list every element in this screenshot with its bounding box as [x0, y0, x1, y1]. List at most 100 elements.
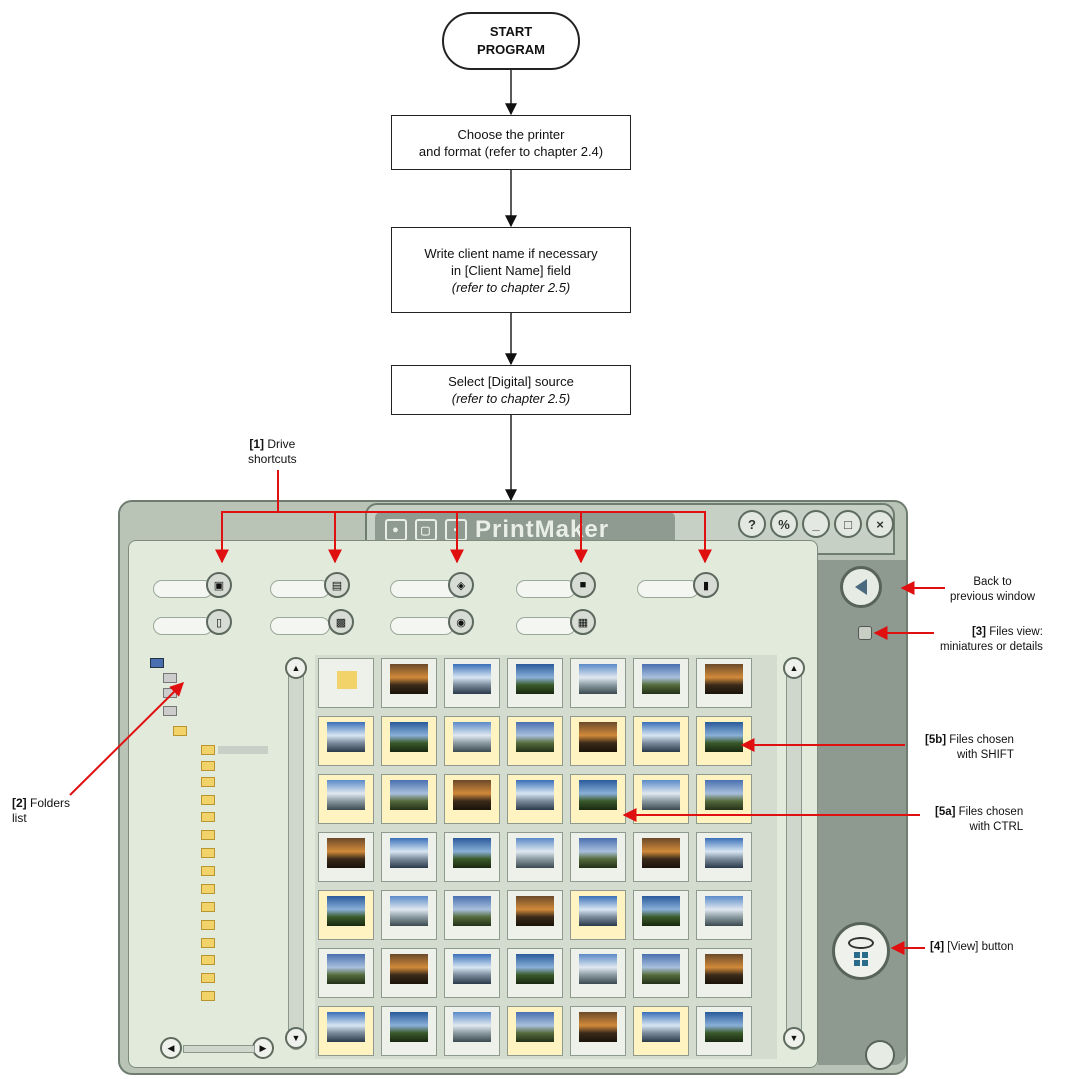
file-thumbnail[interactable] — [570, 832, 626, 882]
maximize-button[interactable]: □ — [834, 510, 862, 538]
file-thumbnail[interactable] — [696, 948, 752, 998]
drive-icon-5[interactable]: ▮ — [693, 572, 719, 598]
tree-node[interactable] — [201, 777, 218, 787]
file-thumbnail[interactable] — [507, 658, 563, 708]
file-thumbnail[interactable] — [381, 948, 437, 998]
drive-icon-7[interactable]: ▩ — [328, 609, 354, 635]
file-thumbnail[interactable] — [507, 948, 563, 998]
tree-node[interactable] — [201, 830, 218, 840]
file-thumbnail[interactable] — [633, 1006, 689, 1056]
file-thumbnail[interactable] — [381, 658, 437, 708]
file-thumbnail[interactable] — [507, 716, 563, 766]
tree-node[interactable] — [201, 955, 218, 965]
file-thumbnail[interactable] — [444, 948, 500, 998]
file-thumbnail[interactable] — [633, 890, 689, 940]
drive-shortcut-9[interactable] — [516, 617, 576, 635]
help-button[interactable]: ? — [738, 510, 766, 538]
tree-node[interactable] — [201, 938, 218, 948]
folders-scrollbar[interactable] — [288, 660, 304, 1050]
file-thumbnail[interactable] — [318, 774, 374, 824]
file-thumbnail[interactable] — [696, 1006, 752, 1056]
bottom-corner-button[interactable] — [865, 1040, 895, 1070]
file-thumbnail[interactable] — [444, 1006, 500, 1056]
tree-scroll-track[interactable] — [183, 1045, 255, 1053]
files-scroll-up[interactable]: ▲ — [783, 657, 805, 679]
file-thumbnail[interactable] — [444, 658, 500, 708]
file-thumbnail[interactable] — [570, 1006, 626, 1056]
file-thumbnail[interactable] — [381, 890, 437, 940]
tree-node[interactable] — [173, 726, 190, 736]
tree-node[interactable] — [201, 848, 218, 858]
file-thumbnail[interactable] — [381, 832, 437, 882]
files-scrollbar[interactable] — [786, 660, 802, 1050]
tree-node[interactable] — [201, 884, 218, 894]
drive-shortcut-7[interactable] — [270, 617, 330, 635]
folders-scroll-up[interactable]: ▲ — [285, 657, 307, 679]
file-thumbnail[interactable] — [570, 716, 626, 766]
file-thumbnail[interactable] — [696, 658, 752, 708]
tree-node[interactable] — [163, 688, 180, 698]
file-thumbnail[interactable] — [318, 948, 374, 998]
file-thumbnail[interactable] — [318, 832, 374, 882]
settings-button[interactable]: % — [770, 510, 798, 538]
folders-scroll-down[interactable]: ▼ — [285, 1027, 307, 1049]
tree-node[interactable] — [163, 706, 180, 716]
tree-node[interactable] — [201, 920, 218, 930]
file-thumbnail[interactable] — [633, 832, 689, 882]
minimize-button[interactable]: _ — [802, 510, 830, 538]
drive-shortcut-1[interactable] — [153, 580, 213, 598]
file-thumbnail[interactable] — [507, 1006, 563, 1056]
tree-node[interactable] — [201, 795, 218, 805]
back-button[interactable] — [840, 566, 882, 608]
tree-scroll-left[interactable]: ◀ — [160, 1037, 182, 1059]
drive-icon-2[interactable]: ▤ — [324, 572, 350, 598]
tree-node-selected[interactable] — [201, 745, 268, 755]
tree-node[interactable] — [163, 673, 180, 683]
file-thumbnail[interactable] — [381, 774, 437, 824]
tree-node[interactable] — [201, 902, 218, 912]
file-thumbnail[interactable] — [696, 890, 752, 940]
drive-icon-1[interactable]: ▣ — [206, 572, 232, 598]
drive-shortcut-4[interactable] — [516, 580, 576, 598]
file-thumbnail[interactable] — [633, 948, 689, 998]
drive-shortcut-8[interactable] — [390, 617, 454, 635]
file-thumbnail[interactable] — [570, 658, 626, 708]
file-thumbnail[interactable] — [570, 774, 626, 824]
file-thumbnail[interactable] — [696, 832, 752, 882]
view-button[interactable] — [832, 922, 890, 980]
file-thumbnail[interactable] — [381, 716, 437, 766]
drive-icon-3[interactable]: ◈ — [448, 572, 474, 598]
files-scroll-down[interactable]: ▼ — [783, 1027, 805, 1049]
file-thumbnail[interactable] — [696, 716, 752, 766]
drive-shortcut-6[interactable] — [153, 617, 213, 635]
file-thumbnail[interactable] — [318, 1006, 374, 1056]
tree-node[interactable] — [201, 991, 218, 1001]
drive-icon-6[interactable]: ▯ — [206, 609, 232, 635]
drive-icon-8[interactable]: ◉ — [448, 609, 474, 635]
file-thumbnail[interactable] — [507, 774, 563, 824]
file-thumbnail[interactable] — [318, 716, 374, 766]
file-thumbnail[interactable] — [507, 890, 563, 940]
file-thumbnail[interactable] — [381, 1006, 437, 1056]
file-thumbnail[interactable] — [444, 890, 500, 940]
file-thumbnail[interactable] — [633, 774, 689, 824]
file-thumbnail[interactable] — [633, 716, 689, 766]
file-thumbnail[interactable] — [570, 948, 626, 998]
drive-icon-4[interactable]: ■ — [570, 572, 596, 598]
file-thumbnail[interactable] — [633, 658, 689, 708]
tree-node[interactable] — [201, 973, 218, 983]
file-thumbnail[interactable] — [507, 832, 563, 882]
folder-up-thumbnail[interactable] — [318, 658, 374, 708]
tree-root[interactable] — [150, 658, 167, 668]
drive-shortcut-2[interactable] — [270, 580, 330, 598]
folders-list[interactable] — [145, 655, 280, 1055]
file-thumbnail[interactable] — [444, 716, 500, 766]
drive-shortcut-5[interactable] — [637, 580, 699, 598]
file-thumbnail[interactable] — [318, 890, 374, 940]
file-thumbnail[interactable] — [444, 774, 500, 824]
tree-node[interactable] — [201, 866, 218, 876]
tree-node[interactable] — [201, 761, 218, 771]
file-thumbnail[interactable] — [570, 890, 626, 940]
files-view-toggle-icon[interactable] — [858, 626, 872, 640]
file-thumbnail[interactable] — [696, 774, 752, 824]
